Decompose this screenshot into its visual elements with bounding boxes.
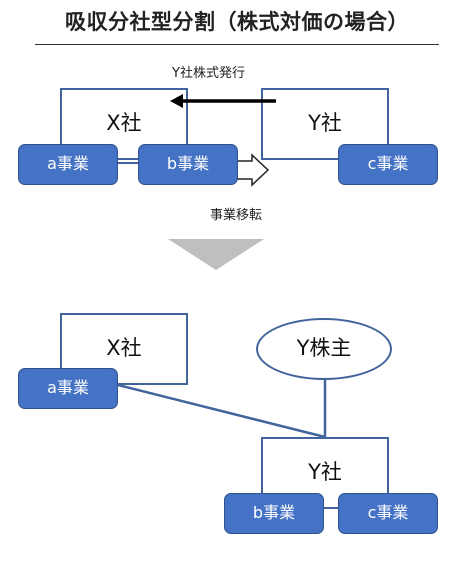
- business-c-after: c事業: [338, 493, 438, 534]
- business-a-label: a事業: [47, 378, 89, 397]
- company-x-label: X社: [106, 336, 142, 360]
- business-a-after: a事業: [18, 368, 118, 409]
- share-issue-label: Y社株式発行: [172, 66, 245, 81]
- business-c-label: c事業: [367, 503, 409, 522]
- business-b-after: b事業: [224, 493, 324, 534]
- share-issue-arrowhead: [170, 94, 183, 108]
- title-divider: [35, 44, 439, 45]
- transition-arrow: [168, 239, 264, 270]
- diagram-title: 吸収分社型分割（株式対価の場合）: [65, 10, 409, 34]
- company-y-label: Y社: [308, 460, 342, 484]
- business-b-label: b事業: [166, 154, 210, 173]
- company-y-before: Y社: [261, 88, 389, 160]
- shareholder-y-oval: Y株主: [256, 318, 392, 380]
- a-to-y-connector-line: [117, 383, 326, 439]
- business-b-before: b事業: [138, 144, 238, 185]
- business-a-label: a事業: [47, 154, 89, 173]
- business-c-before: c事業: [338, 144, 438, 185]
- shareholder-y-label: Y株主: [296, 336, 352, 360]
- business-c-label: c事業: [367, 154, 409, 173]
- company-x-label: X社: [106, 111, 142, 135]
- business-a-before: a事業: [18, 144, 118, 185]
- business-b-label: b事業: [252, 503, 296, 522]
- company-y-label: Y社: [308, 111, 342, 135]
- transfer-label: 事業移転: [210, 208, 263, 223]
